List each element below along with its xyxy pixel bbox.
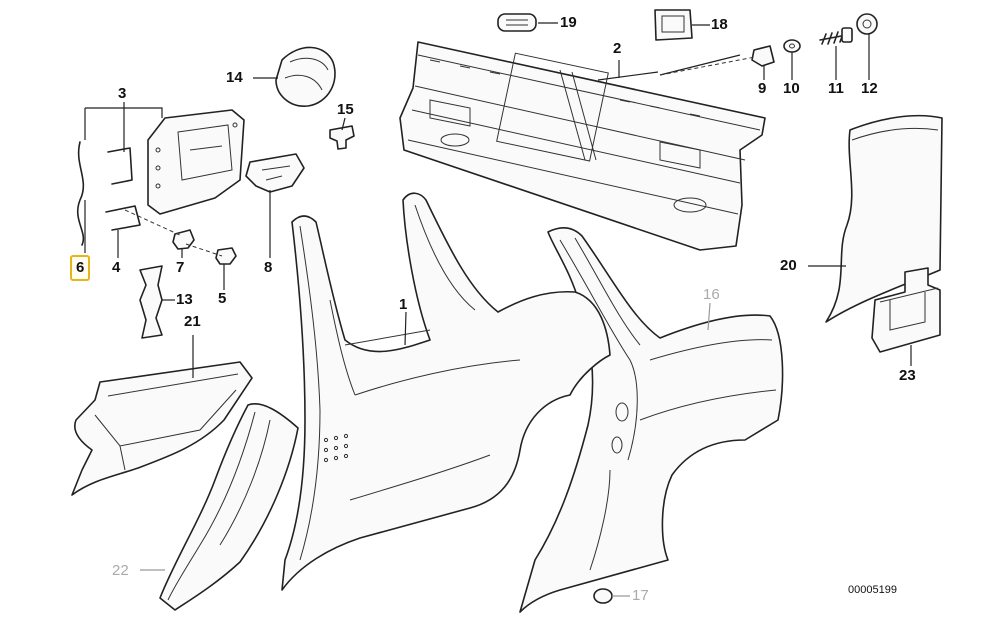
leader-lines bbox=[84, 22, 912, 597]
callout-20[interactable]: 20 bbox=[780, 257, 797, 274]
callout-1[interactable]: 1 bbox=[399, 296, 408, 313]
nut-part-5[interactable] bbox=[215, 247, 237, 265]
rear-panel-part-2[interactable] bbox=[399, 41, 766, 251]
callout-10[interactable]: 10 bbox=[783, 80, 800, 97]
quarter-panel-part-1[interactable] bbox=[281, 192, 611, 591]
callout-9[interactable]: 9 bbox=[758, 80, 767, 97]
clip-part-17[interactable] bbox=[593, 588, 613, 604]
callout-12[interactable]: 12 bbox=[861, 80, 878, 97]
quarter-panel-part-16[interactable] bbox=[519, 227, 784, 613]
callout-13[interactable]: 13 bbox=[176, 291, 193, 308]
callout-18[interactable]: 18 bbox=[711, 16, 728, 33]
clip-part-15[interactable] bbox=[329, 125, 355, 150]
sill-part-21[interactable] bbox=[71, 361, 253, 496]
callout-14[interactable]: 14 bbox=[226, 69, 243, 86]
callout-23[interactable]: 23 bbox=[899, 367, 916, 384]
washer-part-10[interactable] bbox=[783, 39, 801, 53]
hole-grid bbox=[323, 433, 349, 463]
callout-7[interactable]: 7 bbox=[176, 259, 185, 276]
callout-8[interactable]: 8 bbox=[264, 259, 273, 276]
callout-6-highlighted[interactable]: 6 bbox=[70, 255, 91, 281]
bracket-part-23[interactable] bbox=[871, 267, 941, 353]
callout-22[interactable]: 22 bbox=[112, 562, 129, 579]
callout-16[interactable]: 16 bbox=[703, 286, 720, 303]
cover-part-18[interactable] bbox=[654, 9, 693, 41]
grommet-part-12[interactable] bbox=[856, 13, 878, 35]
spring-part-11[interactable] bbox=[819, 27, 853, 45]
callout-3[interactable]: 3 bbox=[118, 85, 127, 102]
seal-part-13[interactable] bbox=[139, 265, 163, 339]
callout-15[interactable]: 15 bbox=[337, 101, 354, 118]
cable-part-6[interactable] bbox=[76, 141, 85, 246]
pillar-part-22[interactable] bbox=[159, 403, 299, 611]
callout-19[interactable]: 19 bbox=[560, 14, 577, 31]
fuel-flap-part-3[interactable] bbox=[105, 109, 245, 231]
callout-11[interactable]: 11 bbox=[828, 80, 844, 97]
cap-part-14[interactable] bbox=[275, 46, 336, 107]
callout-21[interactable]: 21 bbox=[184, 313, 201, 330]
callout-2[interactable]: 2 bbox=[613, 40, 622, 57]
handle-part-19[interactable] bbox=[497, 13, 537, 32]
catalog-number: 00005199 bbox=[848, 584, 897, 596]
bracket-part-8[interactable] bbox=[245, 153, 305, 193]
callout-17[interactable]: 17 bbox=[632, 587, 649, 604]
bolt-part-9[interactable] bbox=[751, 45, 775, 67]
callout-5[interactable]: 5 bbox=[218, 290, 227, 307]
callout-4[interactable]: 4 bbox=[112, 259, 121, 276]
